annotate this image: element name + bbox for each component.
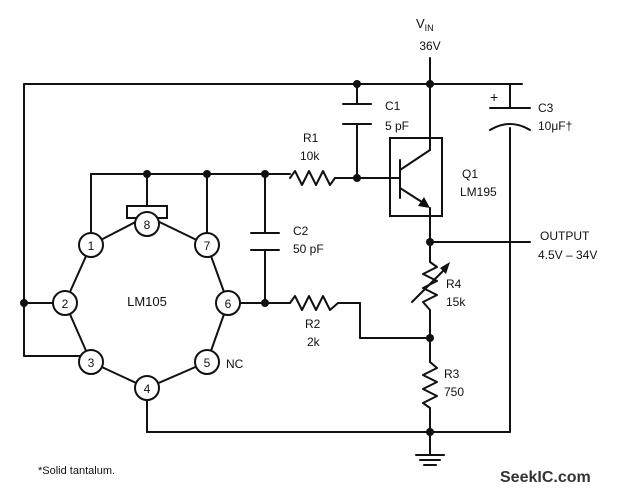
svg-text:2: 2 <box>62 297 69 311</box>
svg-text:6: 6 <box>225 297 232 311</box>
resistor-r4: R4 15k <box>411 261 466 311</box>
q1-ref: Q1 <box>462 167 478 181</box>
r3-ref: R3 <box>444 367 460 381</box>
supply-subscript: IN <box>425 23 434 33</box>
pin-1: 1 <box>78 232 104 258</box>
svg-text:4: 4 <box>144 382 151 396</box>
capacitor-c3: + C3 10μF† <box>489 89 572 133</box>
r2-ref: R2 <box>305 317 321 331</box>
c3-value: 10μF† <box>538 119 572 133</box>
c3-ref: C3 <box>538 101 554 115</box>
output-range: 4.5V – 34V <box>538 248 597 262</box>
ic-name: LM105 <box>127 294 167 309</box>
capacitor-c1: C1 5 pF <box>342 99 409 133</box>
footnote: *Solid tantalum. <box>38 465 115 477</box>
supply-label: VIN 36V <box>416 16 441 53</box>
pin-6: 6 <box>215 290 241 316</box>
pin-7: 7 <box>194 232 220 258</box>
r2-value: 2k <box>307 335 321 349</box>
c2-value: 50 pF <box>293 242 324 256</box>
nc-label: NC <box>226 357 244 371</box>
lm105-ic: LM105 8 1 7 2 6 3 5 4 NC <box>52 211 244 401</box>
r4-value: 15k <box>446 295 466 309</box>
r1-ref: R1 <box>303 131 319 145</box>
c1-ref: C1 <box>385 99 401 113</box>
pin-3: 3 <box>78 349 104 375</box>
svg-text:3: 3 <box>88 356 95 370</box>
svg-text:5: 5 <box>204 356 211 370</box>
pin-2: 2 <box>52 290 78 316</box>
c2-ref: C2 <box>293 224 309 238</box>
pin-4: 4 <box>134 375 160 401</box>
c1-value: 5 pF <box>385 119 409 133</box>
supply-name: V <box>416 16 425 31</box>
pin-5: 5 <box>194 349 220 375</box>
resistor-r3: R3 750 <box>422 361 464 409</box>
capacitor-c2: C2 50 pF <box>250 224 324 256</box>
output-label: OUTPUT 4.5V – 34V <box>538 229 597 262</box>
transistor-q1: Q1 LM195 <box>389 137 497 217</box>
c3-polarity: + <box>490 89 498 105</box>
wires <box>23 57 531 466</box>
r1-value: 10k <box>300 149 320 163</box>
resistor-r2: R2 2k <box>289 295 339 349</box>
svg-text:7: 7 <box>204 239 211 253</box>
svg-text:VIN: VIN <box>416 16 434 33</box>
junction-dots <box>20 80 434 436</box>
r3-value: 750 <box>444 385 464 399</box>
resistor-r1: R1 10k <box>289 131 336 186</box>
output-name: OUTPUT <box>540 229 590 243</box>
svg-text:8: 8 <box>144 218 151 232</box>
watermark: SeekIC.com <box>500 469 591 486</box>
r4-ref: R4 <box>446 277 462 291</box>
q1-value: LM195 <box>460 185 497 199</box>
pin-8: 8 <box>134 211 160 237</box>
svg-text:1: 1 <box>88 239 95 253</box>
supply-voltage: 36V <box>419 39 440 53</box>
